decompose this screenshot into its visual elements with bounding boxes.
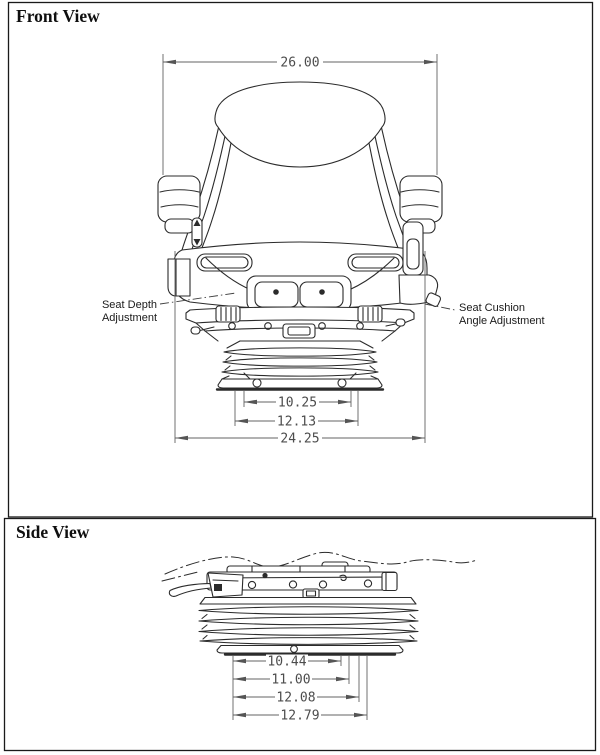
seat-cushion-label-line2: Angle Adjustment (459, 315, 545, 327)
dimension-text: 11.00 (271, 673, 310, 688)
dimension-text: 10.44 (267, 655, 306, 670)
front-dimension-mid-base: 12.13 (234, 391, 359, 430)
cushion-angle-adjuster (398, 221, 442, 307)
headrest (214, 81, 386, 168)
front-dimension-overall-width: 26.00 (162, 54, 438, 175)
front-dimension-inner-base: 10.25 (243, 391, 352, 411)
side-dimension-4: 12.79 (233, 708, 367, 724)
side-view-panel-border (3, 517, 597, 752)
seat-depth-label-line2: Adjustment (102, 312, 157, 324)
left-armrest (157, 175, 201, 234)
center-cushion-pads (246, 275, 352, 312)
front-view-title: Front View (16, 6, 100, 26)
side-dimension-2: 11.00 (233, 672, 349, 688)
side-view-seat-drawing (161, 551, 478, 656)
seat-cushion-callout: Seat Cushion Angle Adjustment (424, 302, 545, 327)
front-dimension-overall-base: 24.25 (174, 251, 426, 447)
suspension-plate (185, 305, 415, 342)
suspension-bellows (215, 340, 385, 391)
seat-depth-label-line1: Seat Depth (102, 299, 157, 311)
side-dimension-1: 10.44 (233, 654, 341, 670)
dimension-text: 12.08 (276, 691, 315, 706)
dimension-text: 26.00 (280, 56, 319, 71)
side-rail-assembly (168, 561, 398, 599)
seat-depth-callout: Seat Depth Adjustment (102, 292, 237, 324)
dimension-text: 24.25 (280, 432, 319, 447)
side-dimension-3: 12.08 (233, 690, 359, 706)
release-handle (168, 582, 212, 597)
front-view-panel-border (7, 1, 594, 518)
seat-depth-strap (191, 217, 203, 248)
side-dimension-group: 10.44 11.00 12.08 12.79 (232, 654, 368, 724)
dimension-text: 12.79 (280, 709, 319, 724)
dimension-text: 10.25 (278, 396, 317, 411)
seat-cushion-label-line1: Seat Cushion (459, 302, 525, 314)
front-view-seat-drawing (157, 81, 443, 391)
side-view-title: Side View (16, 522, 90, 542)
side-suspension-bellows (198, 596, 419, 656)
right-armrest (399, 175, 443, 234)
dimension-text: 12.13 (277, 415, 316, 430)
